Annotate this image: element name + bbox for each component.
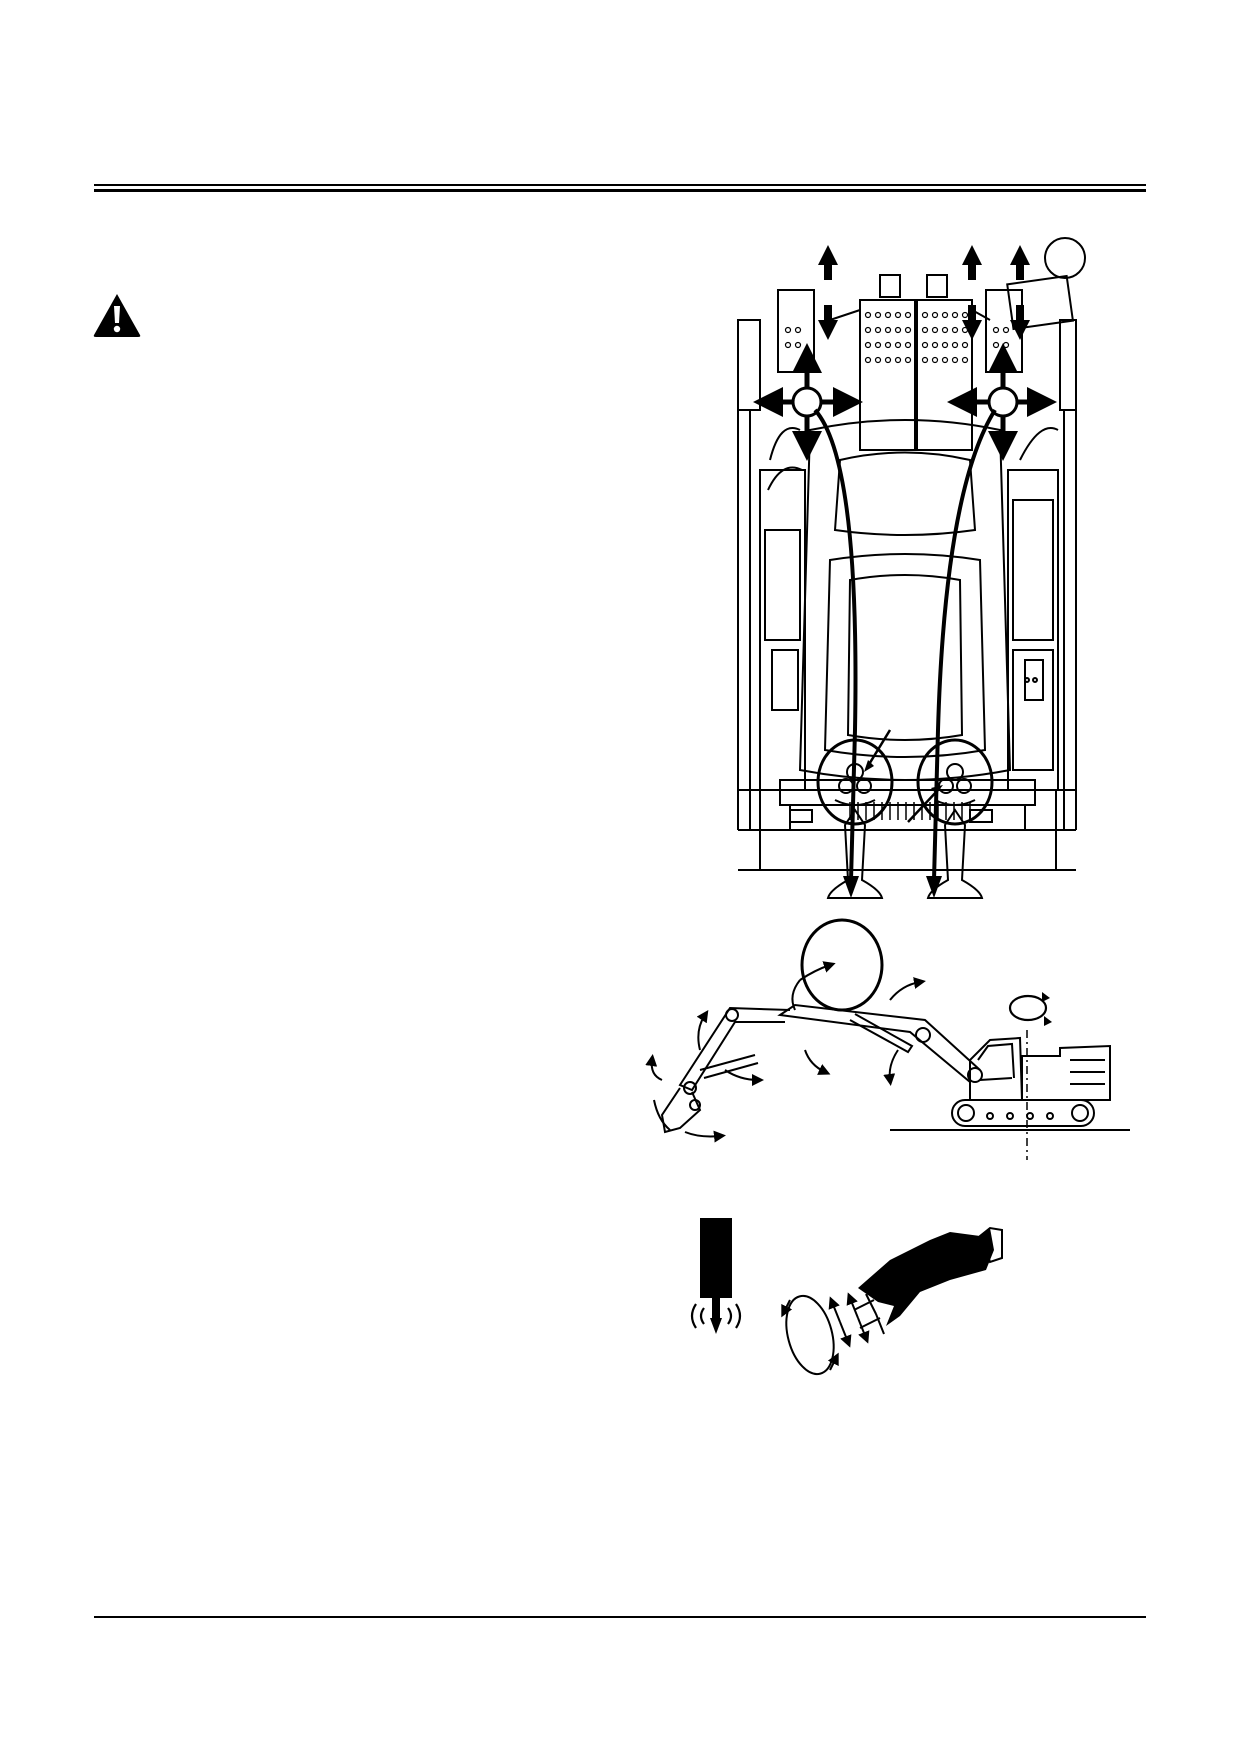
attachment-operation-diagram	[690, 1218, 1003, 1376]
header-rule-thin	[94, 184, 1146, 186]
warning-triangle-icon	[93, 294, 141, 337]
cab-interior-pedals-joysticks	[737, 237, 1086, 1012]
rotate-icon	[781, 1294, 839, 1376]
joystick-grips	[816, 729, 994, 899]
open-close-icon	[828, 1292, 885, 1348]
excavator-movement-diagram	[645, 961, 1130, 1160]
footer-rule	[94, 1616, 1146, 1618]
crusher-icon	[858, 1226, 1003, 1326]
header-rule-thick	[94, 189, 1146, 192]
breaker-icon	[690, 1218, 742, 1334]
